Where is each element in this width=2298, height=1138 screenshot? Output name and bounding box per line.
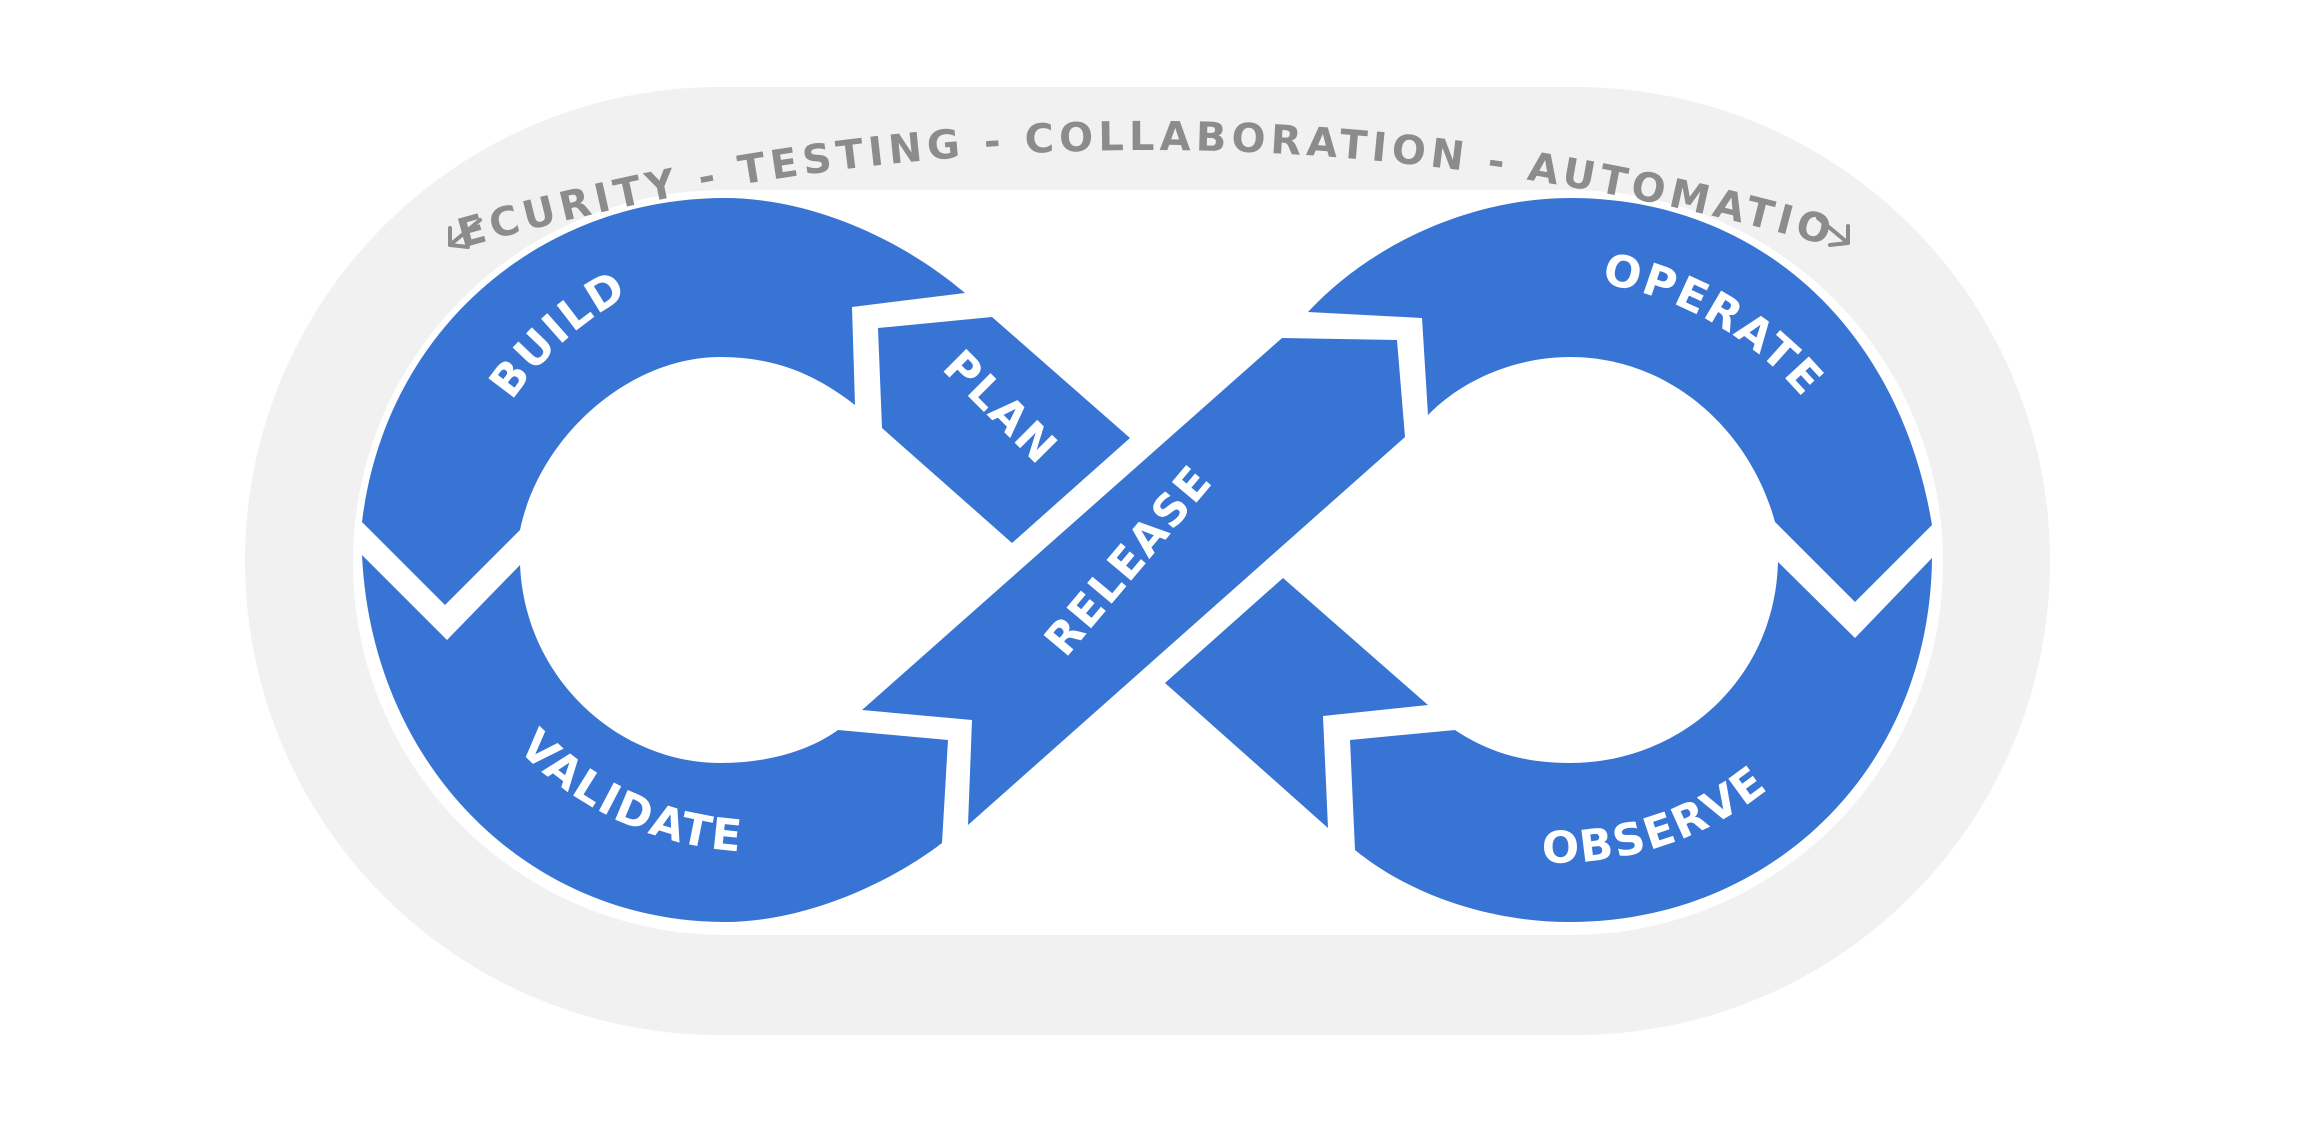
ring-arrow-left-icon (448, 218, 482, 247)
segment-operate (1308, 198, 1932, 602)
segment-build (362, 198, 965, 605)
segment-observe (1350, 558, 1932, 922)
segment-plan (878, 317, 1130, 543)
segment-observe-arrowhead (1165, 578, 1428, 828)
ring-arrow-right-head-icon (1828, 224, 1850, 247)
ring-arrow-right-icon (1816, 216, 1850, 245)
segment-release (862, 338, 1405, 825)
segment-validate (362, 555, 948, 922)
ring-arrow-left-head-icon (448, 226, 470, 249)
